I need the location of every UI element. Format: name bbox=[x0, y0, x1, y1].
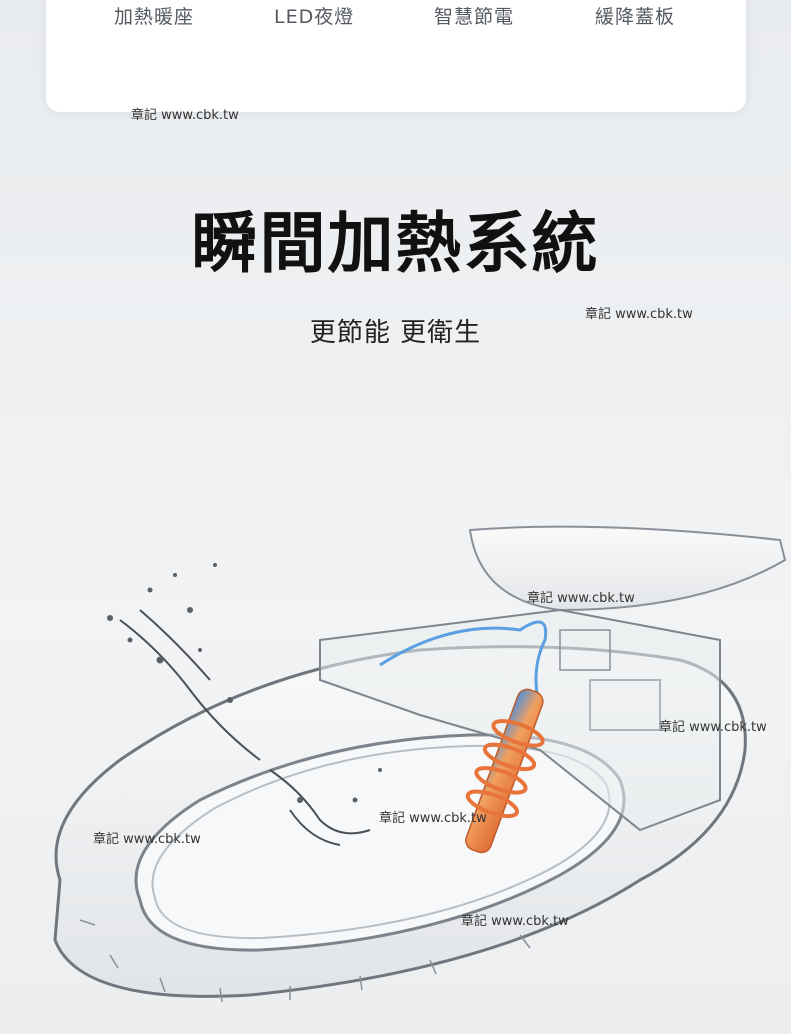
page-subtitle: 更節能 更衛生 bbox=[309, 318, 482, 348]
watermark: 章記 www.cbk.tw bbox=[379, 811, 487, 826]
feature-smart-power-saving: 智慧節電 bbox=[434, 6, 515, 28]
watermark: 章記 www.cbk.tw bbox=[659, 720, 767, 735]
feature-led-night-light: LED夜燈 bbox=[274, 6, 355, 28]
page-title: 瞬間加熱系統 bbox=[191, 205, 600, 282]
feature-card: 加熱暖座 LED夜燈 智慧節電 緩降蓋板 bbox=[46, 0, 746, 112]
watermark: 章記 www.cbk.tw bbox=[93, 832, 201, 847]
watermark: 章記 www.cbk.tw bbox=[527, 591, 635, 606]
watermark: 章記 www.cbk.tw bbox=[131, 108, 239, 123]
transparent-toilet-seat-heater-icon bbox=[53, 525, 787, 1003]
feature-heated-seat: 加熱暖座 bbox=[114, 6, 195, 28]
watermark: 章記 www.cbk.tw bbox=[461, 914, 569, 929]
feature-soft-close-lid: 緩降蓋板 bbox=[595, 6, 676, 28]
watermark: 章記 www.cbk.tw bbox=[585, 307, 693, 322]
